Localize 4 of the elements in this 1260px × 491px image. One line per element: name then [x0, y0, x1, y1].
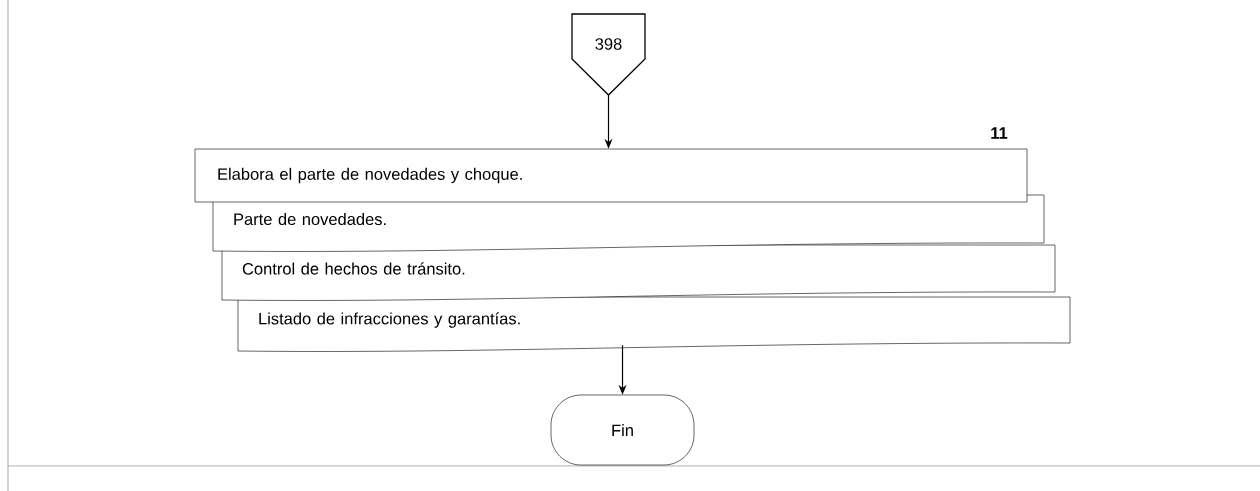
off-page-connector: 398 [571, 13, 646, 96]
terminator: Fin [550, 394, 695, 466]
process-box: Elabora el parte de novedades y choque. [194, 148, 1028, 203]
step-number: 11 [991, 127, 1008, 139]
